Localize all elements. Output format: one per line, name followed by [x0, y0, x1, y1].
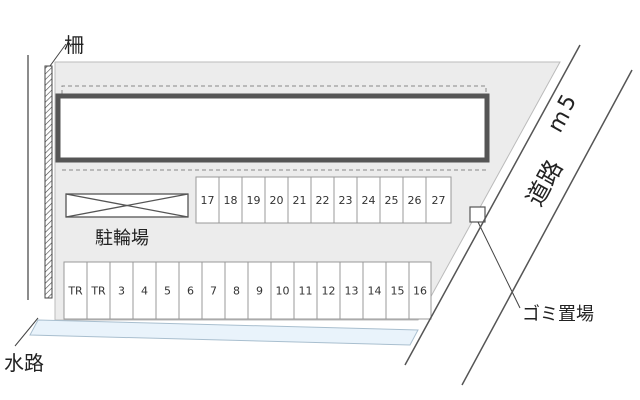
parking-space-number: 20	[270, 194, 284, 207]
road-edge	[404, 44, 581, 366]
parking-space-number: 15	[391, 285, 405, 298]
parking-space-number: 22	[316, 194, 330, 207]
parking-space-number: 17	[201, 194, 215, 207]
parking-row-top: 17 18 19 20 21 22 23 24 25 26 27	[195, 176, 452, 224]
parking-space-number: TR	[90, 285, 106, 298]
parking-space-number: 13	[345, 285, 359, 298]
parking-space-number: 11	[299, 285, 313, 298]
parking-space-number: 27	[432, 194, 446, 207]
parking-space	[425, 176, 452, 224]
parking-space-number: 23	[339, 194, 353, 207]
parking-space-number: 9	[256, 285, 263, 298]
bicycle-parking-cross	[65, 193, 189, 218]
parking-space-number: 21	[293, 194, 307, 207]
parking-space-number: 26	[408, 194, 422, 207]
parking-space-number: 18	[224, 194, 238, 207]
parking-space-number: 16	[413, 285, 427, 298]
parking-space-number: 24	[362, 194, 376, 207]
garbage-leader-line	[477, 221, 521, 309]
waterway-label: 水路	[4, 351, 44, 375]
fence	[44, 65, 53, 299]
parking-row-bottom: TR TR 3 4 5 6 7 8 9 10 11 12 13 14 15 16	[63, 261, 432, 320]
parking-space-number: 14	[368, 285, 382, 298]
building	[55, 93, 490, 163]
parking-space-number: 10	[276, 285, 290, 298]
parking-space-number: 25	[385, 194, 399, 207]
parking-space	[408, 261, 432, 320]
garbage-area	[469, 206, 486, 223]
road-edge	[461, 69, 633, 386]
dashed-outline	[61, 85, 487, 171]
road-label-name: 道路	[521, 155, 569, 211]
waterway-strip	[29, 319, 419, 346]
parking-space-number: 4	[141, 285, 148, 298]
bicycle-parking-label: 駐輪場	[95, 228, 149, 249]
parking-space-number: 6	[187, 285, 194, 298]
parking-space-number: 19	[247, 194, 261, 207]
waterway-leader-line	[14, 317, 39, 347]
garbage-area-label: ゴミ置場	[522, 304, 594, 325]
parking-space-number: 7	[210, 285, 217, 298]
fence-leader-line	[49, 43, 67, 67]
parking-space-number: 8	[233, 285, 240, 298]
fence-label: 柵	[64, 33, 84, 57]
parking-space-number: 3	[118, 285, 125, 298]
parking-space-number: 5	[164, 285, 171, 298]
parking-space-number: TR	[67, 285, 83, 298]
parking-space-number: 12	[322, 285, 336, 298]
